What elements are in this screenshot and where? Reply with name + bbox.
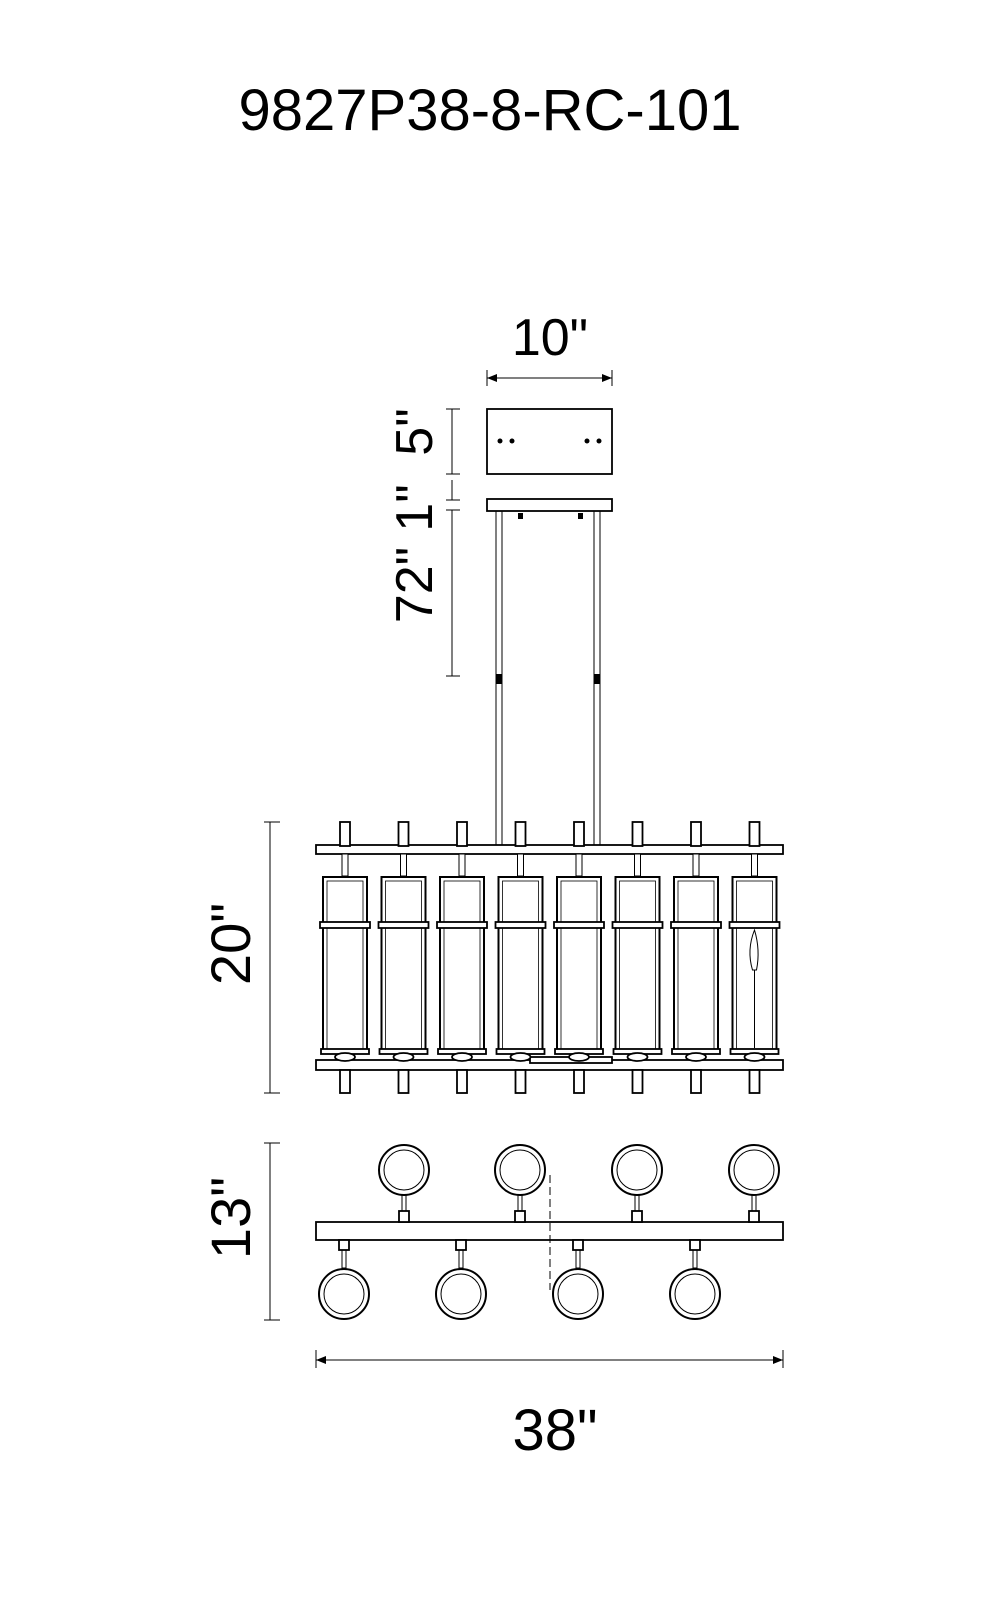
light-tube [319, 821, 371, 1094]
light-ring-front [318, 1239, 370, 1320]
canopy-width-dimension: 10" [486, 309, 613, 386]
canopy-gap-label: 1" [386, 484, 444, 531]
fixture-height-label: 20" [199, 903, 262, 985]
fixture-width-label: 38" [512, 1398, 597, 1463]
light-tube [494, 821, 547, 1094]
light-ring-back [611, 1144, 663, 1223]
light-tube [377, 821, 430, 1094]
light-tube [611, 821, 664, 1094]
chain-length-label: 72" [386, 547, 444, 623]
light-tube [436, 821, 488, 1094]
light-tube [728, 821, 781, 1094]
vertical-dimension-chain [446, 408, 460, 677]
light-tube [670, 821, 722, 1094]
model-number-title: 9827P38-8-RC-101 [239, 78, 742, 143]
fixture-depth-dimension [264, 1142, 280, 1321]
canopy-height-label: 5" [386, 408, 444, 455]
canopy-width-label: 10" [512, 309, 588, 367]
light-ring-back [728, 1144, 780, 1223]
fixture-depth-label: 13" [199, 1177, 262, 1259]
light-ring-back [378, 1144, 430, 1223]
light-ring-back [494, 1144, 546, 1223]
suspension-rods [486, 498, 613, 847]
light-ring-front [669, 1239, 721, 1320]
fixture-width-dimension: 38" [315, 1350, 784, 1463]
fixture-front-view [315, 821, 784, 1094]
fixture-top-view [315, 1144, 784, 1320]
fixture-height-dimension [264, 821, 280, 1094]
canopy [486, 408, 613, 475]
light-ring-front [552, 1239, 604, 1320]
light-ring-front [435, 1239, 487, 1320]
light-tube [553, 821, 605, 1094]
candle-bulb-icon [749, 928, 759, 971]
